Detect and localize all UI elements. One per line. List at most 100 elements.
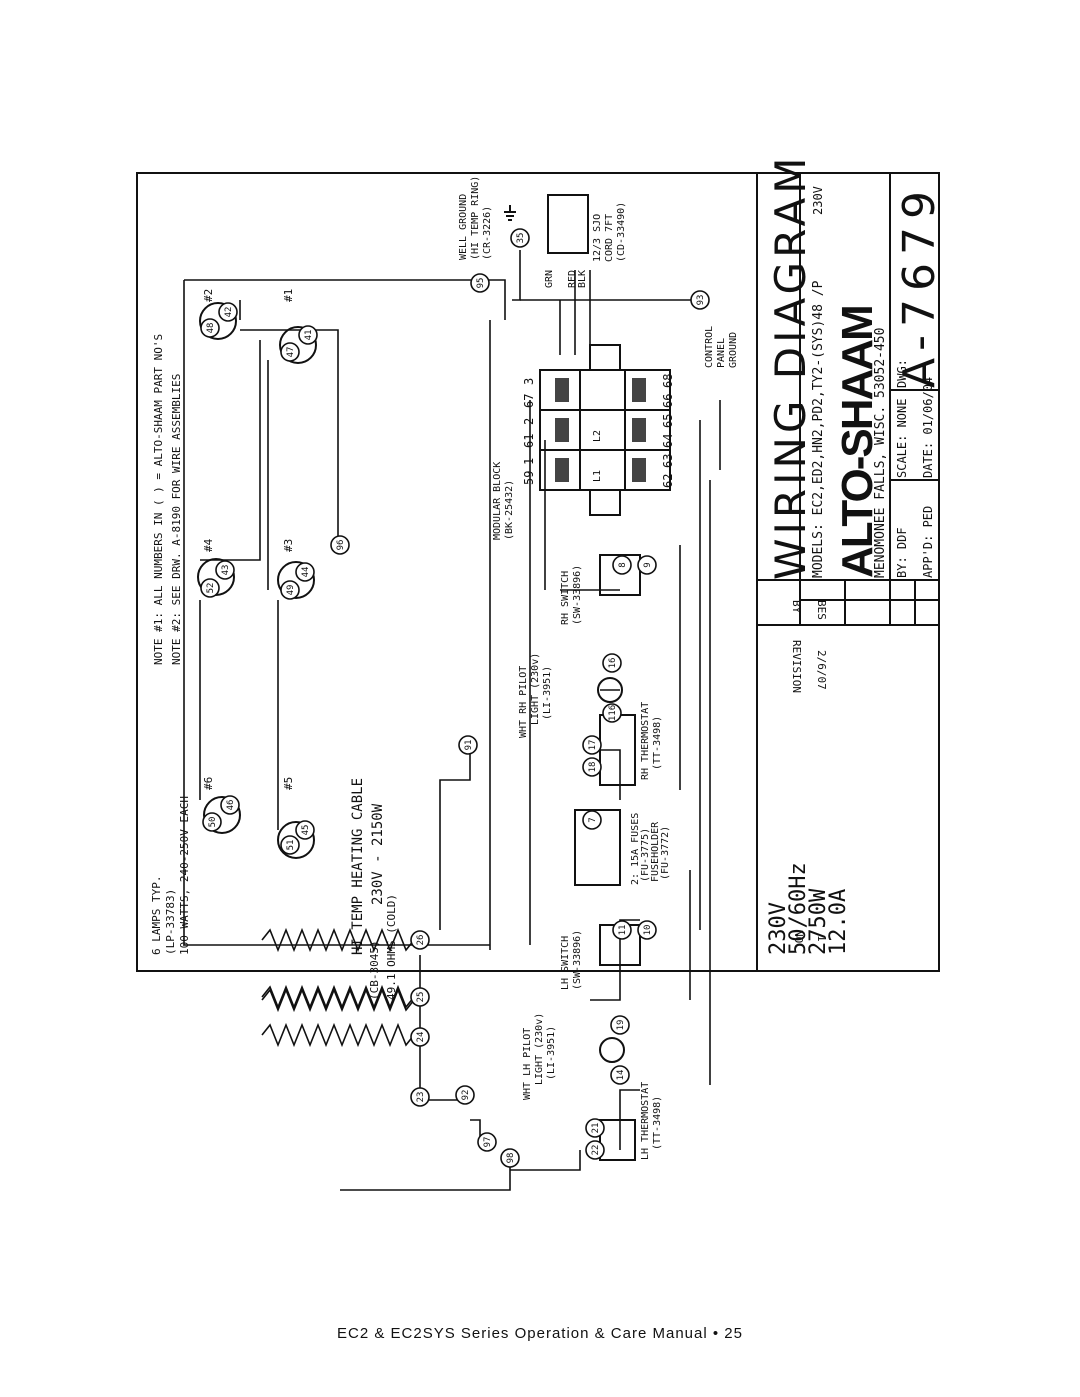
wire-blk: BLK bbox=[577, 270, 588, 288]
fuses-1: 2: 15A FUSES bbox=[630, 813, 641, 885]
fuseholder bbox=[574, 809, 621, 886]
ground-symbol bbox=[504, 205, 516, 221]
lamp-group bbox=[197, 302, 317, 859]
rating-volts: 230V bbox=[766, 902, 791, 955]
terminal-label-10: 10 bbox=[643, 925, 653, 936]
lamp-label-2: #2 bbox=[202, 289, 215, 302]
block-bot-6: 68 bbox=[661, 374, 675, 388]
block-bot-2: 63 bbox=[661, 454, 675, 468]
well-ground-3: (CR-3226) bbox=[482, 206, 493, 260]
terminal-91 bbox=[458, 735, 478, 755]
revision-hdr-revision: REVISION bbox=[790, 640, 803, 693]
location-text: MENOMONEE FALLS, WISC. 53052-450 bbox=[873, 328, 888, 578]
terminal-19 bbox=[610, 1015, 630, 1035]
terminal-label-46: 46 bbox=[226, 800, 236, 811]
control-ground-2: PANEL bbox=[716, 338, 727, 368]
terminal-label-91: 91 bbox=[464, 740, 474, 751]
rating-hz: 50/60Hz bbox=[786, 862, 811, 955]
lh-pilot-1: WHT LH PILOT bbox=[522, 1028, 533, 1100]
dwg-number: A-7679 bbox=[894, 183, 945, 388]
title-block bbox=[756, 173, 939, 971]
wire-red: RED bbox=[567, 270, 578, 288]
modular-block-2: (BK-25432) bbox=[504, 480, 515, 540]
terminal-label-22: 22 bbox=[591, 1145, 601, 1156]
terminal-48 bbox=[200, 318, 220, 338]
terminal-18 bbox=[582, 757, 602, 777]
block-top-5: 67 bbox=[522, 394, 536, 408]
block-top-3: 61 bbox=[522, 434, 536, 448]
terminal-7 bbox=[582, 810, 602, 830]
terminal-label-11: 11 bbox=[618, 925, 628, 936]
lamp-1 bbox=[279, 326, 317, 364]
terminal-9 bbox=[637, 555, 657, 575]
terminal-93 bbox=[690, 290, 710, 310]
terminal-label-21: 21 bbox=[591, 1123, 601, 1134]
lh-thermo-1: LH THERMOSTAT bbox=[640, 1082, 651, 1160]
well-ground-2: (HI TEMP RING) bbox=[470, 176, 481, 260]
rh-pilot-light bbox=[597, 677, 623, 703]
terminal-11 bbox=[612, 920, 632, 940]
terminal-46 bbox=[220, 795, 240, 815]
rh-thermo-1: RH THERMOSTAT bbox=[640, 702, 651, 780]
terminal-label-116: 116 bbox=[608, 705, 618, 721]
terminal-42 bbox=[218, 302, 238, 322]
lamp-label-1: #1 bbox=[282, 289, 295, 302]
rh-switch bbox=[599, 554, 641, 596]
block-bot-4: 65 bbox=[661, 414, 675, 428]
control-ground-1: CONTROL bbox=[704, 326, 715, 368]
revision-hdr-no: NO. bbox=[792, 930, 805, 950]
terminal-label-19: 19 bbox=[616, 1020, 626, 1031]
lamp-label-5: #5 bbox=[282, 777, 295, 790]
terminal-label-24: 24 bbox=[416, 1032, 426, 1043]
page-footer: EC2 & EC2SYS Series Operation & Care Man… bbox=[337, 1325, 743, 1342]
terminal-21 bbox=[585, 1118, 605, 1138]
terminal-24 bbox=[410, 1027, 430, 1047]
date-text: DATE: 01/06/04 bbox=[921, 377, 935, 478]
terminal-17 bbox=[582, 735, 602, 755]
lamp-label-6: #6 bbox=[202, 777, 215, 790]
modular-block bbox=[539, 344, 671, 516]
block-l2: L2 bbox=[592, 430, 603, 442]
terminal-16 bbox=[602, 653, 622, 673]
terminal-label-7: 7 bbox=[588, 817, 598, 822]
terminal-label-45: 45 bbox=[301, 825, 311, 836]
revision-hdr-by: BY bbox=[790, 600, 803, 614]
terminal-47 bbox=[280, 342, 300, 362]
terminal-50 bbox=[202, 812, 222, 832]
terminal-label-98: 98 bbox=[506, 1153, 516, 1164]
terminal-label-50: 50 bbox=[208, 817, 218, 828]
block-bot-1: 62 bbox=[661, 474, 675, 488]
wire-grn: GRN bbox=[544, 270, 555, 288]
lh-thermo-2: (TT-3498) bbox=[652, 1096, 663, 1150]
modular-block-1: MODULAR BLOCK bbox=[492, 462, 503, 540]
heating-cables bbox=[261, 927, 415, 1048]
diagram-border bbox=[136, 172, 940, 972]
terminal-label-14: 14 bbox=[616, 1070, 626, 1081]
terminal-45 bbox=[295, 820, 315, 840]
rh-thermo-2: (TT-3498) bbox=[652, 716, 663, 770]
terminal-label-97: 97 bbox=[483, 1137, 493, 1148]
brand-logo: ALTO-SHAAM bbox=[833, 306, 882, 578]
block-top-6: 3 bbox=[522, 378, 536, 385]
terminal-label-9: 9 bbox=[643, 562, 653, 567]
terminal-43 bbox=[215, 560, 235, 580]
lh-thermostat bbox=[599, 1119, 636, 1161]
models-text: MODELS: EC2,ED2,HN2,PD2,TY2-(SYS)48 /P bbox=[811, 280, 826, 578]
terminal-label-95: 95 bbox=[476, 278, 486, 289]
lamp-5 bbox=[277, 821, 315, 859]
lamp-label-3: #3 bbox=[282, 539, 295, 552]
appd-text: APP'D: PED bbox=[921, 506, 935, 578]
voltage-code: 230V bbox=[811, 186, 825, 215]
terminal-label-43: 43 bbox=[221, 565, 231, 576]
lamp-3 bbox=[277, 561, 315, 599]
terminal-35 bbox=[510, 228, 530, 248]
terminal-14 bbox=[610, 1065, 630, 1085]
terminal-51 bbox=[280, 835, 300, 855]
diagram-title: WIRING DIAGRAM bbox=[766, 153, 815, 580]
lh-pilot-2: LIGHT (230v) bbox=[534, 1013, 545, 1085]
revision-date: 2/6/07 bbox=[815, 650, 828, 690]
terminal-label-8: 8 bbox=[618, 562, 628, 567]
terminal-96 bbox=[330, 535, 350, 555]
terminal-98 bbox=[500, 1148, 520, 1168]
wiring-diagram: WIRING DIAGRAM MODELS: EC2,ED2,HN2,PD2,T… bbox=[136, 153, 945, 1191]
